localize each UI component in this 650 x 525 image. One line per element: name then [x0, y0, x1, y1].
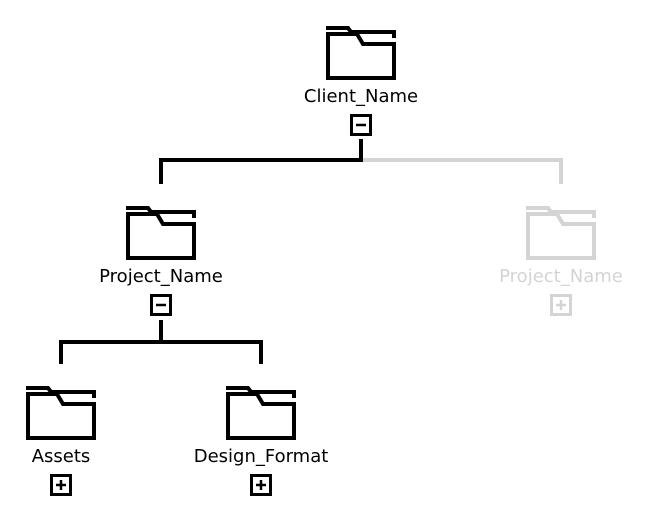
connector-project-to-children: [59, 320, 263, 364]
connector-root-to-project: [159, 139, 363, 184]
node-label-client: Client_Name: [303, 86, 419, 107]
expand-toggle-icon[interactable]: [50, 474, 72, 496]
tree-node-project-faded[interactable]: Project_Name: [461, 204, 650, 316]
folder-icon: [526, 206, 596, 260]
node-label-project: Project_Name: [99, 266, 223, 287]
folder-icon: [126, 206, 196, 260]
node-label-project-faded: Project_Name: [499, 266, 623, 287]
tree-node-design-format[interactable]: Design_Format: [161, 384, 361, 496]
folder-icon: [226, 386, 296, 440]
expand-toggle-icon[interactable]: [250, 474, 272, 496]
tree-node-client[interactable]: Client_Name: [261, 24, 461, 136]
node-label-assets: Assets: [31, 446, 91, 467]
tree-node-assets[interactable]: Assets: [0, 384, 161, 496]
expand-toggle-icon[interactable]: [550, 294, 572, 316]
collapse-toggle-icon[interactable]: [350, 114, 372, 136]
folder-icon: [326, 26, 396, 80]
node-label-design-format: Design_Format: [193, 446, 329, 467]
tree-node-project[interactable]: Project_Name: [61, 204, 261, 316]
folder-icon: [26, 386, 96, 440]
connector-root-to-project-faded: [361, 158, 563, 184]
collapse-toggle-icon[interactable]: [150, 294, 172, 316]
